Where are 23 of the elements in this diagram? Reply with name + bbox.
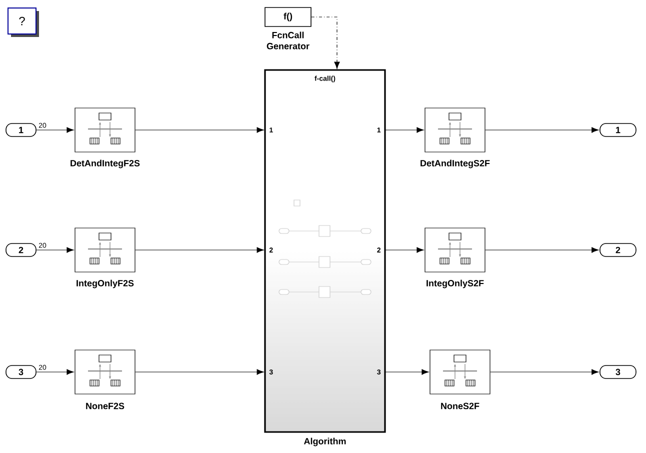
arrow <box>36 247 74 253</box>
arrow <box>36 369 74 375</box>
block-name: NoneS2F <box>441 402 480 410</box>
block-name: DetAndIntegF2S <box>70 160 140 168</box>
arrow <box>135 127 264 133</box>
block-name: FcnCall Generator <box>266 32 310 50</box>
help-button: ? <box>8 8 39 37</box>
block-name: NoneF2S <box>86 402 124 410</box>
arrow <box>485 247 599 253</box>
arrow <box>135 369 264 375</box>
block-name: Algorithm <box>304 438 346 446</box>
arrow <box>36 127 74 133</box>
block-name: IntegOnlyF2S <box>76 280 134 288</box>
arrow <box>135 247 264 253</box>
arrow <box>485 127 599 133</box>
arrow <box>490 369 599 375</box>
function-block: f() <box>264 7 312 27</box>
arrow <box>384 369 429 375</box>
block-name: IntegOnlyS2F <box>426 280 484 288</box>
arrow <box>384 127 424 133</box>
block-name: DetAndIntegS2F <box>420 160 490 168</box>
arrow <box>384 247 424 253</box>
arrow <box>311 16 340 69</box>
